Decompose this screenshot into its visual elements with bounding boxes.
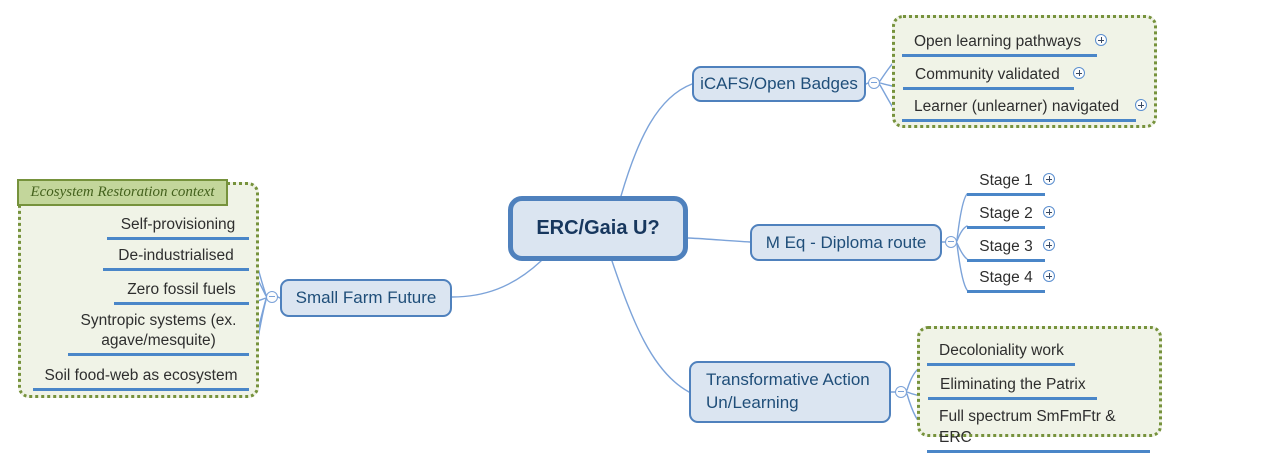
topic-self-provisioning[interactable]: Self-provisioning bbox=[107, 214, 249, 240]
topic-label: Syntropic systems (ex. agave/mesquite) bbox=[80, 312, 237, 349]
topic-label: Stage 4 bbox=[979, 269, 1033, 286]
topic-decoloniality-work[interactable]: Decoloniality work bbox=[927, 340, 1075, 366]
topic-label: Soil food-web as ecosystem bbox=[44, 367, 238, 384]
topic-stage-3[interactable]: Stage 3 bbox=[967, 236, 1055, 262]
topic-de-industrialised[interactable]: De-industrialised bbox=[103, 245, 249, 271]
topic-stage-1[interactable]: Stage 1 bbox=[967, 170, 1055, 196]
topic-label: Open learning pathways bbox=[914, 33, 1082, 50]
collapse-toggle-icon[interactable] bbox=[945, 236, 957, 248]
group-boundary-transformative-children bbox=[917, 326, 1162, 437]
node-icafs-open-badges[interactable]: iCAFS/Open Badges bbox=[692, 66, 866, 102]
plus-icon[interactable] bbox=[1043, 270, 1055, 282]
topic-zero-fossil-fuels[interactable]: Zero fossil fuels bbox=[114, 279, 249, 305]
collapse-toggle-icon[interactable] bbox=[868, 77, 880, 89]
topic-learner-navigated[interactable]: Learner (unlearner) navigated bbox=[902, 96, 1147, 122]
node-transformative-action[interactable]: Transformative Action Un/Learning bbox=[689, 361, 891, 423]
topic-syntropic-systems[interactable]: Syntropic systems (ex. agave/mesquite) bbox=[68, 311, 249, 356]
topic-label: Zero fossil fuels bbox=[127, 281, 236, 298]
plus-icon[interactable] bbox=[1095, 34, 1107, 46]
topic-stage-2[interactable]: Stage 2 bbox=[967, 203, 1055, 229]
plus-icon[interactable] bbox=[1043, 206, 1055, 218]
node-m-eq-diploma-route[interactable]: M Eq - Diploma route bbox=[750, 224, 942, 261]
topic-label: Stage 3 bbox=[979, 238, 1033, 255]
topic-open-learning-pathways[interactable]: Open learning pathways bbox=[902, 31, 1107, 57]
group-boundary-icafs-children bbox=[892, 15, 1157, 128]
topic-label: Stage 1 bbox=[979, 172, 1033, 189]
topic-soil-food-web[interactable]: Soil food-web as ecosystem bbox=[33, 365, 249, 391]
collapse-toggle-icon[interactable] bbox=[895, 386, 907, 398]
topic-label: Full spectrum SmFmFtr & ERC bbox=[939, 408, 1116, 446]
topic-label: Community validated bbox=[915, 66, 1060, 83]
topic-community-validated[interactable]: Community validated bbox=[903, 64, 1085, 90]
plus-icon[interactable] bbox=[1135, 99, 1147, 111]
collapse-toggle-icon[interactable] bbox=[266, 291, 278, 303]
topic-label: Decoloniality work bbox=[939, 342, 1064, 359]
topic-label: Learner (unlearner) navigated bbox=[914, 98, 1120, 115]
root-node-erc-gaia-u[interactable]: ERC/Gaia U? bbox=[508, 196, 688, 261]
topic-label: Self-provisioning bbox=[120, 216, 236, 233]
plus-icon[interactable] bbox=[1043, 173, 1055, 185]
topic-stage-4[interactable]: Stage 4 bbox=[967, 267, 1055, 293]
node-small-farm-future[interactable]: Small Farm Future bbox=[280, 279, 452, 317]
topic-full-spectrum[interactable]: Full spectrum SmFmFtr & ERC bbox=[927, 406, 1150, 453]
group-label-ecosystem-restoration[interactable]: Ecosystem Restoration context bbox=[17, 179, 228, 206]
plus-icon[interactable] bbox=[1073, 67, 1085, 79]
topic-eliminating-the-patrix[interactable]: Eliminating the Patrix bbox=[928, 374, 1097, 400]
topic-label: Stage 2 bbox=[979, 205, 1033, 222]
plus-icon[interactable] bbox=[1043, 239, 1055, 251]
topic-label: Eliminating the Patrix bbox=[940, 376, 1086, 393]
topic-label: De-industrialised bbox=[118, 247, 234, 264]
